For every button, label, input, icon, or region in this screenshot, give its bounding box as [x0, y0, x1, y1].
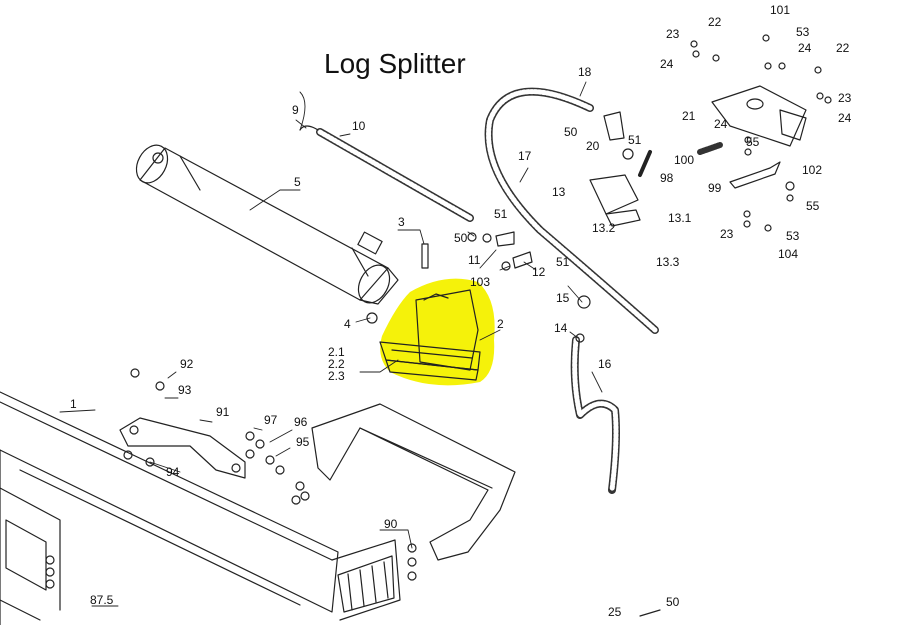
callout-51-c: 51 — [628, 133, 642, 147]
callout-93: 93 — [178, 383, 192, 397]
callout-101: 101 — [770, 3, 790, 17]
callout-51-a: 51 — [494, 207, 508, 221]
callout-25: 25 — [608, 605, 622, 619]
callout-10: 10 — [352, 119, 366, 133]
callout-16: 16 — [598, 357, 612, 371]
callout-13-2: 13.2 — [592, 221, 616, 235]
fitting-9 — [299, 125, 319, 131]
bracket-91 — [119, 417, 246, 479]
callout-98: 98 — [660, 171, 674, 185]
callout-13-1: 13.1 — [668, 211, 692, 225]
hardware — [45, 34, 832, 617]
callout-99: 99 — [708, 181, 722, 195]
callout-22-a: 22 — [708, 15, 722, 29]
callout-3: 3 — [398, 215, 405, 229]
callout-2-1: 2.1 — [328, 345, 345, 359]
callout-18: 18 — [578, 65, 592, 79]
callout-labels: 1 2 2.1 2.2 2.3 3 4 5 9 10 11 12 13 13.1… — [70, 3, 852, 619]
callout-24-a: 24 — [660, 57, 674, 71]
callout-53-a: 53 — [796, 25, 810, 39]
callout-94: 94 — [166, 465, 180, 479]
callout-11: 11 — [468, 253, 481, 267]
callout-22-b: 22 — [836, 41, 850, 55]
callout-104: 104 — [778, 247, 798, 261]
callout-2: 2 — [497, 317, 504, 331]
leader-lines — [59, 81, 603, 607]
bracket-99 — [729, 161, 781, 189]
callout-23-c: 23 — [720, 227, 734, 241]
callout-21: 21 — [682, 109, 696, 123]
mount-part-2 — [379, 289, 481, 381]
callout-14: 14 — [554, 321, 568, 335]
callout-55-a: 55 — [746, 135, 760, 149]
callout-12: 12 — [532, 265, 546, 279]
callout-15: 15 — [556, 291, 570, 305]
bracket-plate-21 — [711, 85, 807, 147]
control-valve-13 — [589, 150, 652, 227]
main-beam — [0, 391, 401, 625]
callout-13: 13 — [552, 185, 566, 199]
callout-51-b: 51 — [556, 255, 570, 269]
callout-87-5: 87.5 — [90, 593, 114, 607]
callout-103: 103 — [470, 275, 490, 289]
callout-24-b: 24 — [798, 41, 812, 55]
callout-55-b: 55 — [806, 199, 820, 213]
callout-24-c: 24 — [714, 117, 728, 131]
callout-97: 97 — [264, 413, 278, 427]
callout-20: 20 — [586, 139, 600, 153]
bracket-90 — [311, 403, 516, 561]
callout-23-b: 23 — [838, 91, 852, 105]
callout-95: 95 — [296, 435, 310, 449]
callout-90: 90 — [384, 517, 398, 531]
callout-9: 9 — [292, 103, 299, 117]
callout-102: 102 — [802, 163, 822, 177]
callout-1: 1 — [70, 397, 77, 411]
callout-23-a: 23 — [666, 27, 680, 41]
callout-96: 96 — [294, 415, 308, 429]
callout-50-b: 50 — [564, 125, 578, 139]
callout-50-c: 50 — [666, 595, 680, 609]
callout-2-3: 2.3 — [328, 369, 345, 383]
callout-53-b: 53 — [786, 229, 800, 243]
callout-13-3: 13.3 — [656, 255, 680, 269]
callout-92: 92 — [180, 357, 194, 371]
callout-100: 100 — [674, 153, 694, 167]
spring-100 — [697, 142, 723, 155]
hydraulic-cylinder — [135, 144, 399, 305]
callout-91: 91 — [216, 405, 230, 419]
callout-2-2: 2.2 — [328, 357, 345, 371]
bolt-3 — [421, 243, 429, 269]
callout-17: 17 — [518, 149, 532, 163]
callout-4: 4 — [344, 317, 351, 331]
diagram-title: Log Splitter — [324, 48, 466, 79]
callout-24-d: 24 — [838, 111, 852, 125]
highlight-part-2 — [380, 278, 495, 386]
callout-5: 5 — [294, 175, 301, 189]
callout-50-a: 50 — [454, 231, 468, 245]
